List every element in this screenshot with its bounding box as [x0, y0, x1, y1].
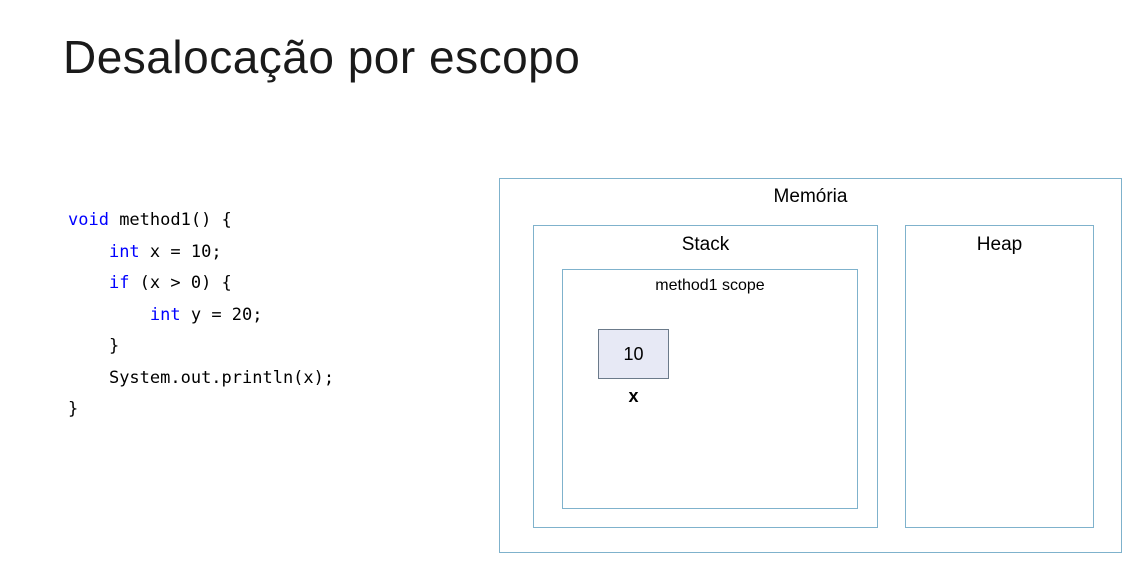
method-scope-box: method1 scope	[562, 269, 858, 509]
code-block: void method1() { int x = 10; if (x > 0) …	[68, 205, 334, 426]
code-line: int y = 20;	[68, 300, 334, 332]
code-text: y = 20;	[180, 304, 263, 325]
code-text: method1() {	[108, 210, 232, 230]
slide-title: Desalocação por escopo	[63, 31, 581, 83]
code-line: int x = 10;	[68, 237, 334, 269]
code-text: }	[108, 336, 120, 356]
code-line: System.out.println(x);	[68, 363, 334, 395]
code-line: void method1() {	[68, 205, 334, 237]
code-keyword: int	[108, 241, 140, 262]
heap-label: Heap	[976, 234, 1023, 255]
stack-box: Stack	[533, 225, 878, 528]
code-line: }	[68, 331, 334, 363]
code-keyword: void	[68, 210, 109, 230]
code-keyword: int	[149, 304, 181, 325]
code-line: }	[68, 394, 334, 426]
code-text: x = 10;	[139, 241, 222, 262]
variable-x-name: x	[628, 386, 639, 406]
code-text: }	[68, 399, 79, 419]
scope-label: method1 scope	[655, 277, 765, 294]
memory-label: Memória	[773, 186, 848, 207]
variable-x-value-box: 10	[598, 329, 669, 379]
code-line: if (x > 0) {	[68, 268, 334, 300]
code-text: (x > 0) {	[129, 273, 232, 293]
code-text: System.out.println(x);	[108, 367, 335, 388]
memory-box: Memória	[499, 178, 1122, 553]
stack-label: Stack	[681, 234, 730, 255]
heap-box: Heap	[905, 225, 1094, 528]
code-keyword: if	[108, 273, 130, 293]
